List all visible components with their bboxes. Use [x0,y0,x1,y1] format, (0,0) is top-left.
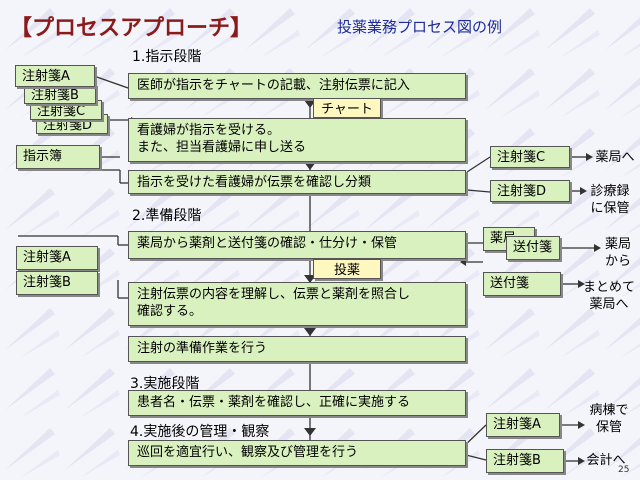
stage-preparation: 2.準備段階 [132,208,202,224]
doc-slip-2: 送付箋 [483,272,561,296]
page-title: 【プロセスアプローチ】 [10,16,253,41]
doc-after-a: 注射箋A [486,413,560,437]
dest-accounting: 会計へ [586,453,626,468]
process-prepare-injection: 注射の準備作業を行う [128,336,466,362]
diagram-subtitle: 投薬業務プロセス図の例 [337,18,503,36]
stage-instruction: 1.指示段階 [132,49,202,65]
doc-right-c: 注射箋C [490,146,570,168]
doc-left-a: 注射箋A [16,246,98,270]
doc-stack-b: 注射箋B [24,84,96,104]
process-administer: 患者名・伝票・薬剤を確認し、正確に実施する [128,390,466,416]
doc-left-b: 注射箋B [16,271,98,295]
dest-medical-record: 診療録 に保管 [590,184,630,216]
doc-after-b: 注射箋B [486,449,564,473]
dest-ward-storage: 病棟で 保管 [589,403,629,435]
tag-chart: チャート [313,98,381,118]
doc-stack-c: 注射箋C [30,100,102,120]
process-nurse-receive-line2: また、担当看護婦に申し送る [137,140,307,155]
instruction-book: 指示簿 [16,145,100,169]
dest-from-pharmacy: 薬局 から [604,237,631,269]
process-observe: 巡回を適宜行い、観察及び管理を行う [128,440,466,466]
doc-stack-a: 注射箋A [15,65,95,87]
stage-post-management: 4.実施後の管理・観察 [130,424,270,440]
process-verify-slips: 注射伝票の内容を理解し、伝票と薬剤を照合し 確認する。 [128,282,466,326]
process-doctor-order: 医師が指示をチャートの記載、注射伝票に記入 [128,73,466,99]
dest-to-pharmacy: 薬局へ [595,150,635,165]
doc-right-d: 注射箋D [490,180,570,202]
process-classify-slips: 指示を受けた看護婦が伝票を確認し分類 [128,170,466,194]
process-nurse-receive-line1: 看護婦が指示を受ける。 [137,123,281,138]
process-nurse-receive: 看護婦が指示を受ける。 また、担当看護婦に申し送る [128,118,466,162]
process-pharmacy-check: 薬局から薬剤と送付箋の確認・仕分け・保管 [128,231,466,259]
dest-together-to-pharmacy: まとめて 薬局へ [582,280,635,312]
tag-dosing: 投薬 [313,259,381,279]
doc-slip-1: 送付箋 [506,236,560,260]
page-number: 25 [618,465,630,475]
stage-execution: 3.実施段階 [130,376,200,392]
